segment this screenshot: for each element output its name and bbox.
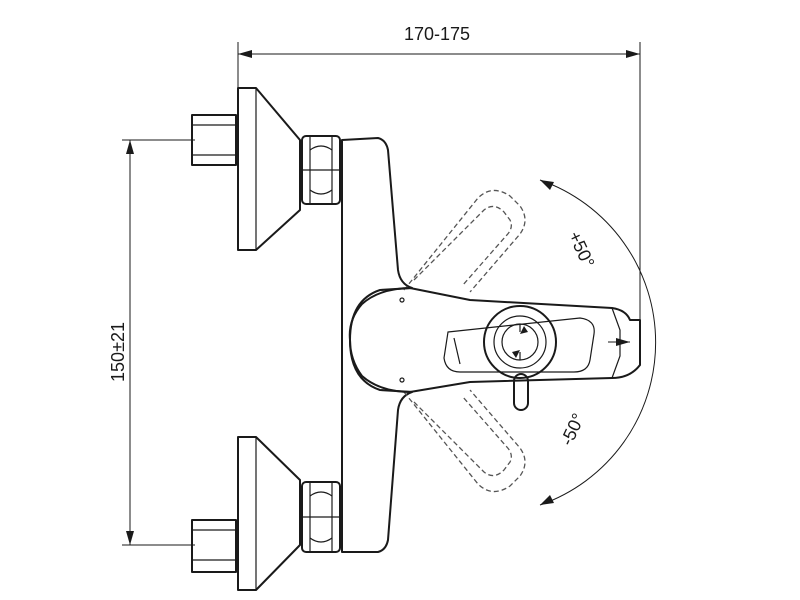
mixer-body bbox=[341, 137, 413, 553]
angle-minus-label: -50° bbox=[556, 410, 588, 449]
angle-dimension: +50° -50° bbox=[539, 179, 657, 506]
height-dimension: 150±21 bbox=[108, 139, 195, 546]
lever-handle bbox=[348, 287, 641, 393]
angle-plus-label: +50° bbox=[564, 228, 598, 271]
bottom-wall-connection bbox=[191, 436, 341, 591]
temperature-knob bbox=[483, 305, 557, 411]
top-wall-connection bbox=[191, 87, 341, 251]
width-dimension-label: 170-175 bbox=[404, 24, 470, 44]
height-dimension-label: 150±21 bbox=[108, 322, 128, 382]
width-dimension: 170-175 bbox=[237, 24, 641, 320]
lever-rotated-positions bbox=[403, 189, 526, 493]
